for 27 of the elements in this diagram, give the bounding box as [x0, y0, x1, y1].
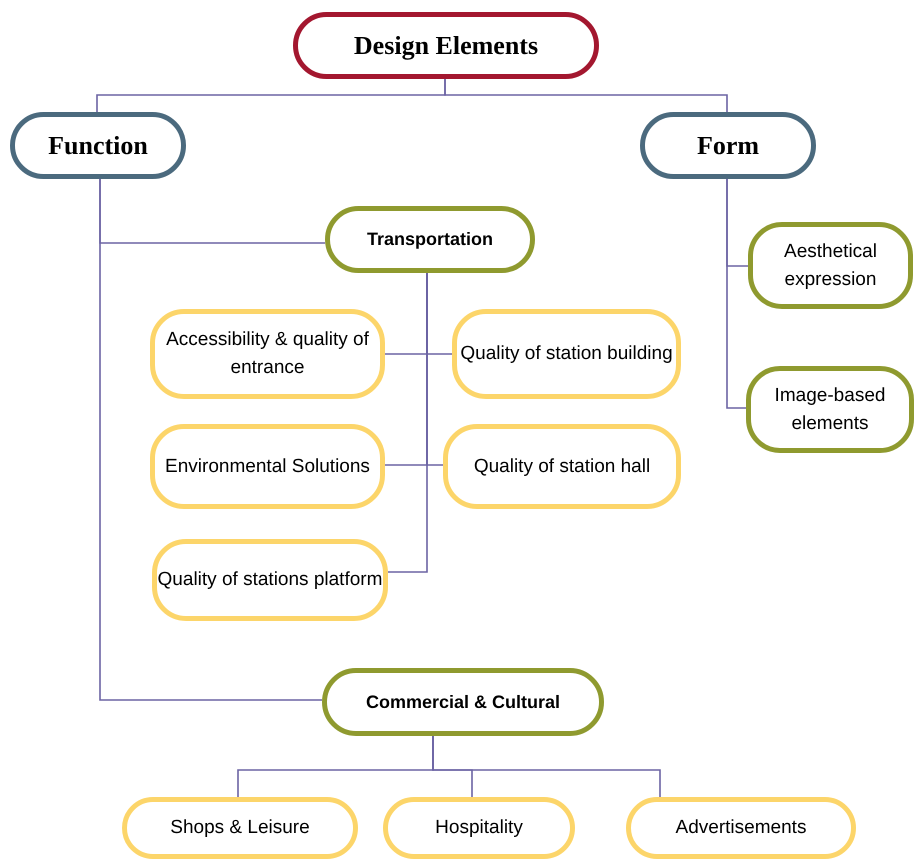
node-label: Commercial & Cultural	[366, 692, 560, 712]
node-label: Design Elements	[354, 30, 538, 60]
connector-line	[444, 79, 728, 112]
node-label: Hospitality	[435, 816, 523, 840]
node-label: Transportation	[366, 229, 493, 250]
item-box	[150, 424, 385, 509]
node-label: Quality of station hall	[474, 454, 650, 478]
node-label: Aesthetical expression	[783, 240, 878, 292]
item-box	[452, 309, 681, 399]
connector-line	[99, 179, 322, 701]
item-box	[152, 539, 388, 621]
node-label: Image-based elements	[774, 384, 886, 436]
node-label: Advertisements	[676, 816, 806, 840]
item-box	[150, 309, 385, 399]
connector-line	[388, 273, 428, 573]
node-label: Shops & Leisure	[170, 816, 310, 840]
node-label: Function	[48, 130, 148, 160]
item-box	[748, 222, 913, 309]
node-label: Accessibility & quality of entrance	[165, 328, 370, 380]
item-box	[443, 424, 681, 509]
connector-line	[726, 179, 746, 409]
node-label: Quality of station building	[460, 342, 673, 366]
node-label: Form	[696, 130, 760, 160]
node-label: Quality of stations platform	[158, 568, 382, 592]
item-box	[746, 366, 914, 453]
connector-line	[432, 736, 661, 797]
node-label: Environmental Solutions	[165, 454, 370, 478]
